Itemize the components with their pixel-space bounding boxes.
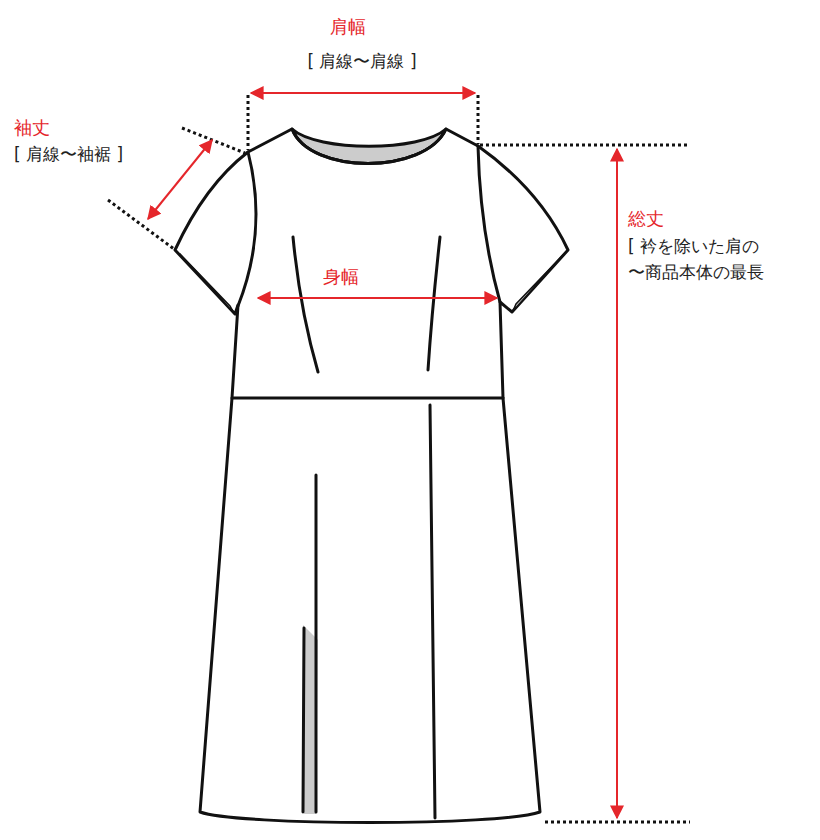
- extension-line: [247, 95, 250, 150]
- skirt-slit: [315, 475, 318, 812]
- front-neckline: [292, 129, 446, 164]
- skirt-panel-line: [430, 405, 435, 818]
- dimension-note: [ 肩線〜袖裾 ]: [14, 143, 123, 165]
- dimension-note: [ 衿を除いた肩の 〜商品本体の最長: [628, 233, 778, 286]
- dimension-name: 総丈: [628, 207, 664, 230]
- armhole-seam: [478, 146, 500, 302]
- dimension-arrow: [616, 149, 618, 818]
- extension-line: [477, 95, 480, 144]
- extension-line: [545, 821, 690, 824]
- dimension-name: 袖丈: [14, 116, 50, 139]
- dress-outline: [175, 129, 568, 823]
- waist-seam: [232, 397, 503, 400]
- extension-line: [480, 144, 690, 147]
- dimension-arrow: [148, 140, 212, 219]
- skirt-slit: [303, 628, 304, 812]
- sleeve-lining: [180, 254, 234, 313]
- armhole-seam: [238, 152, 256, 306]
- dimension-name: 身幅: [323, 265, 359, 288]
- extension-line: [108, 200, 174, 249]
- sleeve-lining: [513, 255, 563, 311]
- dart-line: [428, 237, 440, 370]
- dimension-note: [ 肩線〜肩線 ]: [307, 50, 416, 72]
- dart-line: [293, 237, 318, 372]
- dimension-arrow: [251, 92, 475, 94]
- extension-line: [182, 128, 245, 153]
- dimension-arrow: [258, 297, 497, 299]
- dimension-name: 肩幅: [330, 15, 366, 38]
